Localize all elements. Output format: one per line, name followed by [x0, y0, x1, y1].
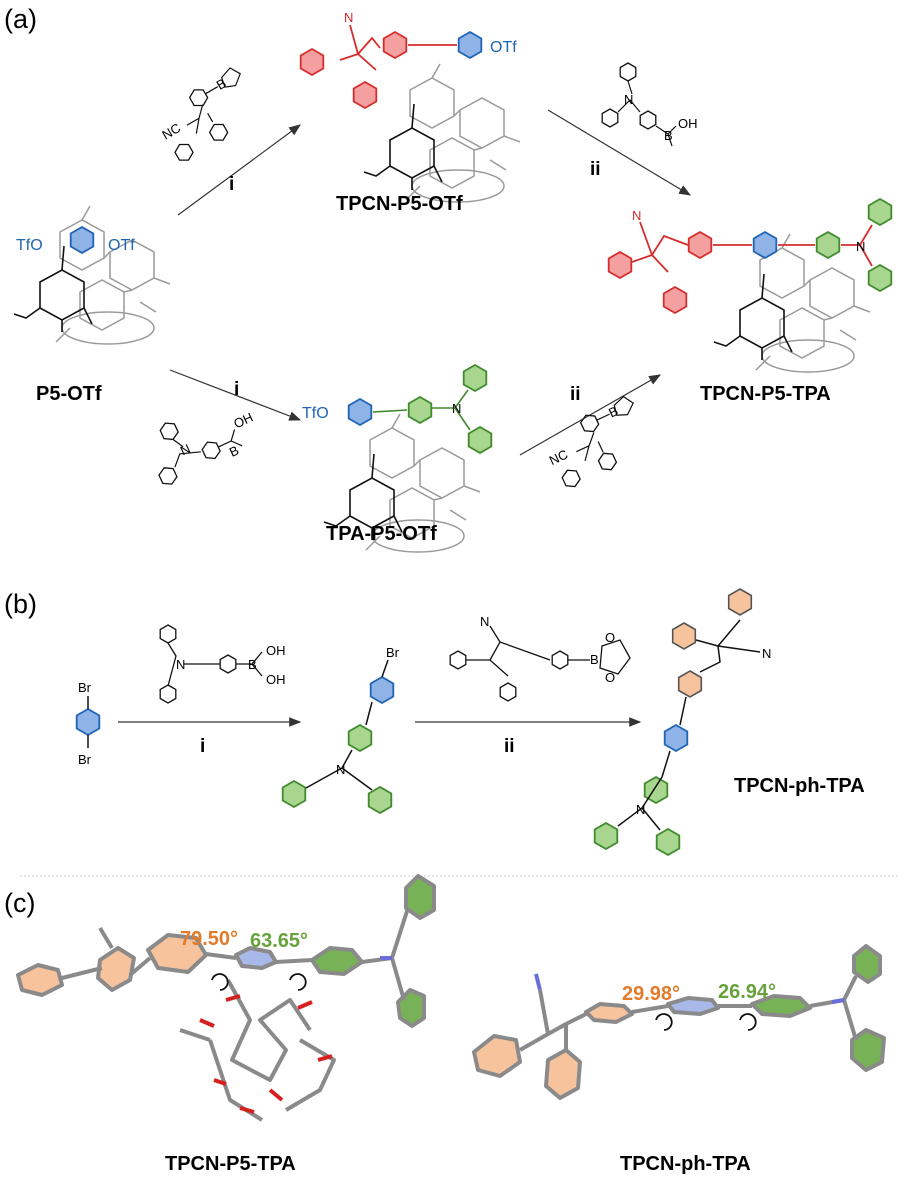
reagent-tpa-boronic-acid-b: N B OH OH	[159, 624, 286, 704]
arrow-p5otf-to-tpcn	[177, 124, 301, 216]
boron-label-2: B	[227, 443, 241, 460]
rotation-arrow-icon	[739, 1013, 757, 1031]
step-ii-b: ii	[504, 736, 515, 757]
reagent-tpcn-boronate-b: N B O O	[449, 614, 631, 702]
dibromobenzene: Br Br	[75, 680, 101, 767]
panel-a: (a) i i ii ii TfO OTf P5-OTf NC B	[4, 4, 893, 553]
n-label-b: N	[176, 657, 185, 672]
compound-tpa-p5-otf: TPA-P5-OTf	[326, 523, 437, 545]
panel-a-label: (a)	[4, 4, 37, 34]
n-label-4: N	[856, 239, 865, 254]
step-i-lower: i	[234, 379, 239, 400]
panel-b: (b) Br Br i N B OH OH	[4, 588, 865, 856]
angle-ph-orange: 29.98°	[622, 983, 680, 1005]
reagent-tpa-boronic-acid-upper: N B OH	[601, 62, 698, 147]
oh-label-b1: OH	[266, 643, 286, 658]
compound-tpcn-p5-tpa: TPCN-P5-TPA	[700, 383, 831, 405]
crystal-structure-ph: 29.98° 26.94°	[472, 944, 886, 1100]
oh-label: OH	[231, 410, 255, 432]
reagent-tpa-boronic-acid-lower: N B OH	[156, 410, 255, 489]
p5-otf-structure: TfO OTf	[13, 205, 171, 345]
compound-tpcn-ph-tpa-c: TPCN-ph-TPA	[620, 1153, 751, 1175]
n-label: N	[178, 441, 193, 459]
boron-label-b2: B	[590, 652, 599, 667]
n-label-int: N	[336, 762, 345, 777]
panel-c: (c) 79.50°	[4, 874, 886, 1175]
nitrile-n-label-2: N	[632, 208, 641, 223]
rotation-arrow-icon	[655, 1013, 673, 1031]
boron-label-b: B	[248, 657, 257, 672]
compound-tpcn-p5-otf: TPCN-P5-OTf	[336, 193, 463, 215]
otf-label: OTf	[108, 237, 135, 254]
br-label-top: Br	[78, 680, 92, 695]
n-label-prod: N	[636, 802, 645, 817]
tpcn-ph-tpa-structure: N N	[593, 588, 771, 856]
step-i-upper: i	[229, 174, 234, 195]
panel-b-label: (b)	[4, 589, 37, 619]
o-label-b1: O	[605, 630, 615, 645]
n-label-3: N	[452, 401, 461, 416]
br-label-int: Br	[386, 645, 400, 660]
n-label-2: N	[624, 92, 633, 107]
angle-p5-green: 63.65°	[250, 930, 308, 952]
boron-label-3: B	[664, 128, 673, 143]
n-label-cn-b: N	[480, 614, 489, 629]
angle-p5-orange: 79.50°	[180, 928, 238, 950]
boron-label-4: B	[606, 403, 620, 420]
otf-label-2: OTf	[490, 39, 517, 56]
bromo-biphenyl-tpa: Br N	[281, 645, 400, 814]
boron-label: B	[214, 75, 229, 92]
tfo-label-2: TfO	[302, 405, 329, 422]
tpa-p5-otf-structure: N TfO	[302, 364, 493, 553]
rotation-arrow-icon	[211, 973, 229, 991]
n-label-cn-prod: N	[762, 646, 771, 661]
rotation-arrow-icon	[289, 973, 307, 991]
compound-tpcn-ph-tpa: TPCN-ph-TPA	[734, 775, 865, 797]
nc-label-2: NC	[547, 447, 570, 469]
panel-c-label: (c)	[4, 888, 35, 918]
tfo-label: TfO	[16, 237, 43, 254]
reagent-tpcn-boronate-lower: NC B	[547, 395, 634, 491]
tpcn-p5-tpa-structure: N N	[607, 198, 893, 373]
angle-ph-green: 26.94°	[718, 981, 776, 1003]
arrow-p5otf-to-tpa	[169, 369, 302, 421]
step-ii-lower: ii	[570, 384, 581, 405]
oh-label-2: OH	[678, 116, 698, 131]
nc-label: NC	[159, 120, 183, 142]
nitrile-n-label: N	[344, 10, 353, 25]
oh-label-b2: OH	[266, 672, 286, 687]
compound-p5-otf: P5-OTf	[36, 383, 102, 405]
tpcn-p5-otf-structure: N OTf	[299, 10, 521, 203]
arrow-tpcn-to-product	[547, 109, 692, 196]
step-ii-upper: ii	[590, 159, 601, 180]
reagent-tpcn-boronate-upper: NC B	[159, 67, 241, 165]
crystal-structure-p5: 79.50° 63.65°	[16, 874, 436, 1122]
step-i-b: i	[200, 736, 205, 757]
compound-tpcn-p5-tpa-c: TPCN-P5-TPA	[165, 1153, 296, 1175]
br-label-bottom: Br	[78, 752, 92, 767]
o-label-b2: O	[605, 670, 615, 685]
